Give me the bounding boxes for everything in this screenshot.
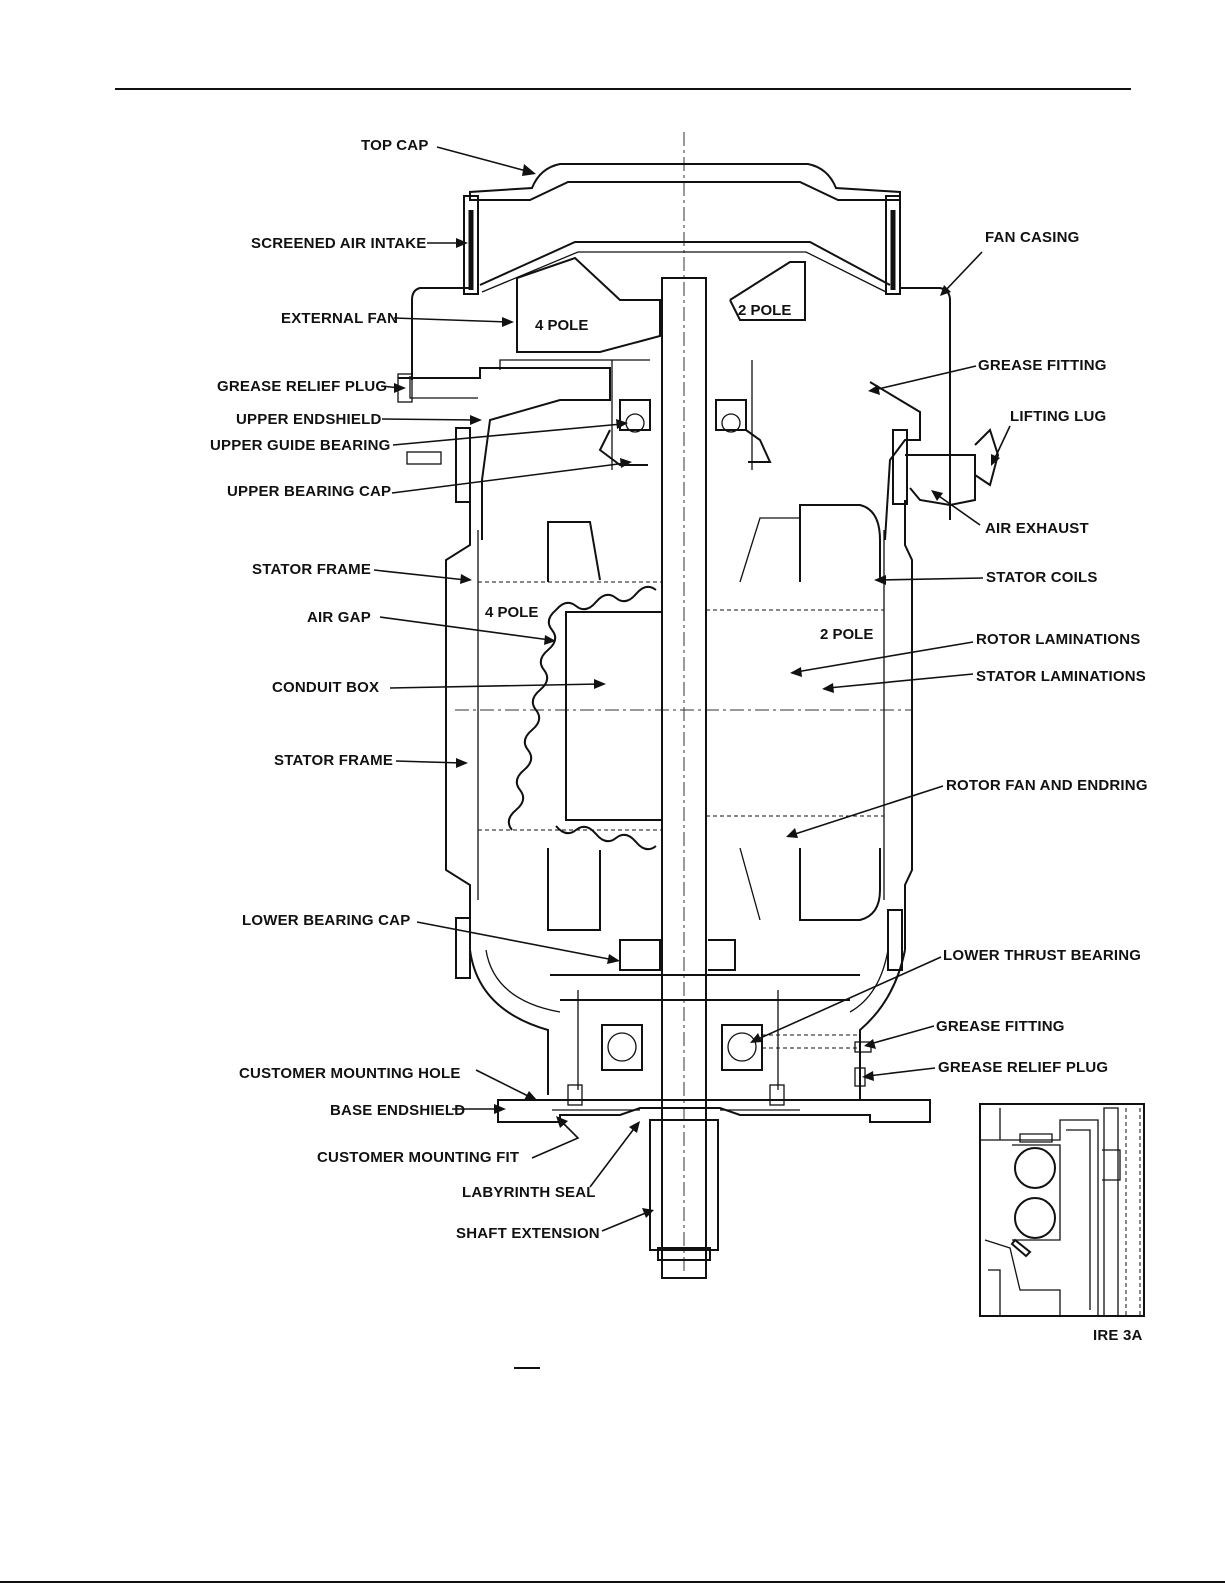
base-endshield-shape [497,1099,931,1123]
lower-thrust-bearing-left [601,1024,643,1071]
inset-ball-lower [1014,1197,1056,1239]
label-grease-fitting-lower: GREASE FITTING [936,1018,1065,1035]
label-air-gap: AIR GAP [307,609,371,626]
label-external-fan: EXTERNAL FAN [281,310,398,327]
top-cap-shape [469,163,901,201]
upper-endshield-shape [398,367,921,541]
label-rotor-fan-and-endring: ROTOR FAN AND ENDRING [946,777,1148,794]
stator-frame-outline [445,500,913,950]
lifting-lug-shape [905,428,1000,507]
shaft-extension-shape [649,1119,719,1251]
label-upper-endshield: UPPER ENDSHIELD [236,411,382,428]
bottom-rule [0,1581,1225,1583]
label-upper-bearing-cap: UPPER BEARING CAP [227,483,391,500]
external-fan-2pole [729,261,806,321]
external-fan-4pole [516,256,661,353]
label-customer-mounting-hole: CUSTOMER MOUNTING HOLE [239,1065,461,1082]
label-stator-laminations: STATOR LAMINATIONS [976,668,1146,685]
inset-frame [979,1103,1145,1317]
air-gap-wave [507,585,657,851]
label-conduit-box: CONDUIT BOX [272,679,379,696]
label-air-exhaust: AIR EXHAUST [985,520,1089,537]
stator-coils-left [547,521,601,931]
label-rotor-laminations: ROTOR LAMINATIONS [976,631,1141,648]
label-upper-guide-bearing: UPPER GUIDE BEARING [210,437,391,454]
label-base-endshield: BASE ENDSHIELD [330,1102,465,1119]
lower-endshield-shape [469,949,906,1100]
label-stator-frame-lower: STATOR FRAME [274,752,393,769]
label-grease-relief-plug-lower: GREASE RELIEF PLUG [938,1059,1108,1076]
bearing-detail-inset [979,1103,1145,1317]
label-stator-coils: STATOR COILS [986,569,1098,586]
label-labyrinth-seal: LABYRINTH SEAL [462,1184,596,1201]
label-customer-mounting-fit: CUSTOMER MOUNTING FIT [317,1149,519,1166]
label-shaft-extension: SHAFT EXTENSION [456,1225,600,1242]
screen-right [885,195,901,295]
top-rule [115,88,1131,90]
label-top-cap: TOP CAP [361,137,429,154]
upper-guide-bearing-left [619,399,651,431]
label-lower-bearing-cap: LOWER BEARING CAP [242,912,410,929]
label-fan-casing: FAN CASING [985,229,1080,246]
label-stator-frame-upper: STATOR FRAME [252,561,371,578]
label-lifting-lug: LIFTING LUG [1010,408,1106,425]
motor-drawing [397,132,1000,1279]
label-lower-thrust-bearing: LOWER THRUST BEARING [943,947,1141,964]
label-screened-air-intake: SCREENED AIR INTAKE [251,235,426,252]
label-rotor-4-pole: 4 POLE [485,604,538,621]
rotor-lamination-4pole [565,611,663,821]
screen-left [463,195,479,295]
figure-caption: IRE 3A [1093,1327,1143,1344]
upper-guide-bearing-right [715,399,747,431]
label-grease-fitting-upper: GREASE FITTING [978,357,1107,374]
leader-lines [373,146,1011,1232]
label-fan-2-pole: 2 POLE [738,302,791,319]
label-fan-4-pole: 4 POLE [535,317,588,334]
stator-coils-right [799,504,881,921]
label-grease-relief-plug-upper: GREASE RELIEF PLUG [217,378,387,395]
label-rotor-2-pole: 2 POLE [820,626,873,643]
inset-ball-upper [1014,1147,1056,1189]
